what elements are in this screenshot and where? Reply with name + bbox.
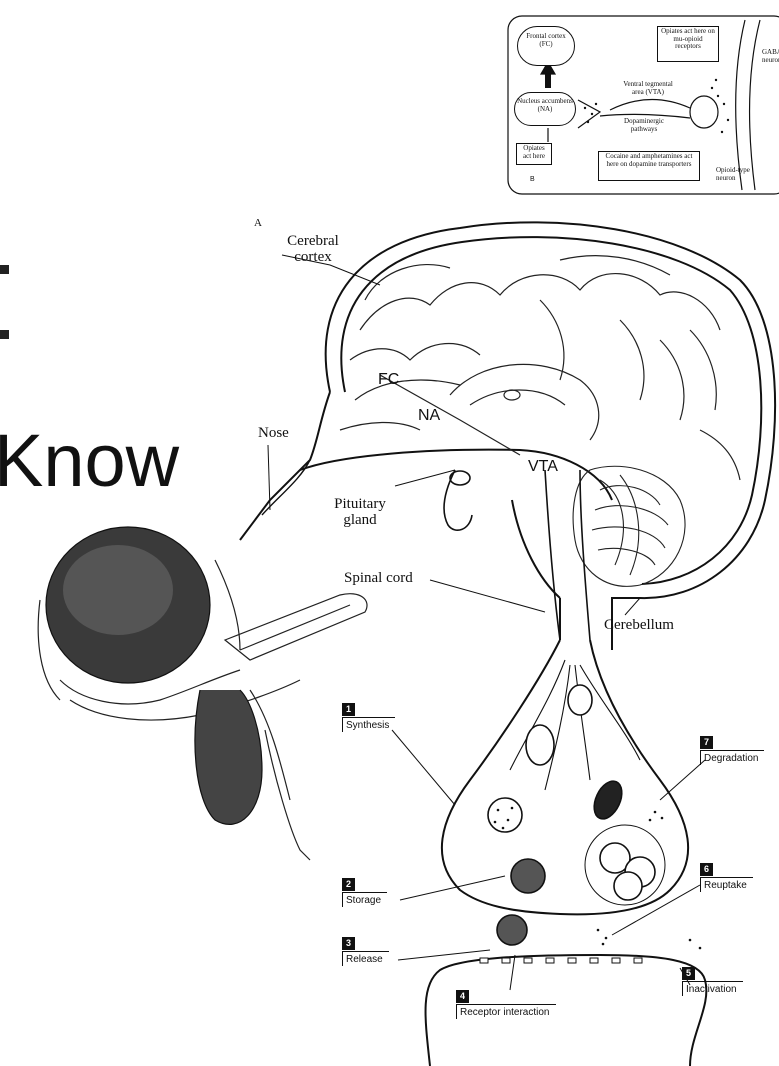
inset-opioid: Opioid-type neuron bbox=[716, 166, 760, 182]
inset-opiates-receptors: Opiates act here on mu-opioid receptors bbox=[657, 26, 719, 62]
step-storage: 2 Storage bbox=[342, 878, 387, 907]
step-degradation: 7 Degradation bbox=[700, 736, 764, 765]
label-vta: VTA bbox=[528, 459, 558, 476]
step-number: 5 bbox=[682, 967, 695, 980]
label-fc: FC bbox=[378, 372, 399, 389]
step-label: Synthesis bbox=[342, 717, 395, 732]
bullet-marker bbox=[0, 265, 9, 274]
inset-nucleus-accumbens: Nucleus accumbens (NA) bbox=[514, 92, 576, 126]
step-label: Reuptake bbox=[700, 877, 753, 892]
inset-opiates-act-here: Opiates act here bbox=[516, 143, 552, 165]
inset-vta: Ventral tegmental area (VTA) bbox=[620, 80, 676, 96]
label-nose: Nose bbox=[258, 426, 289, 442]
cerebellum-drawing bbox=[573, 466, 685, 586]
step-receptor-interaction: 4 Receptor interaction bbox=[456, 990, 556, 1019]
inset-gaba: GABA neuron bbox=[762, 48, 779, 64]
step-label: Inactivation bbox=[682, 981, 743, 996]
vesicles bbox=[488, 685, 665, 945]
step-number: 3 bbox=[342, 937, 355, 950]
step-number: 4 bbox=[456, 990, 469, 1003]
step-label: Degradation bbox=[700, 750, 764, 765]
step-number: 2 bbox=[342, 878, 355, 891]
step-label: Receptor interaction bbox=[456, 1004, 556, 1019]
step-label: Storage bbox=[342, 892, 387, 907]
bullet-marker bbox=[0, 330, 9, 339]
inset-dopaminergic: Dopaminergic pathways bbox=[614, 117, 674, 133]
brain-gyri bbox=[340, 256, 740, 480]
anatomy-sketch bbox=[38, 527, 367, 860]
label-spinal-cord: Spinal cord bbox=[344, 571, 413, 587]
step-number: 1 bbox=[342, 703, 355, 716]
inset-letter: B bbox=[530, 176, 535, 183]
brainstem bbox=[444, 470, 590, 640]
step-reuptake: 6 Reuptake bbox=[700, 863, 753, 892]
step-inactivation: 5 Inactivation bbox=[682, 967, 743, 996]
step-number: 6 bbox=[700, 863, 713, 876]
step-synthesis: 1 Synthesis bbox=[342, 703, 395, 732]
step-label: Release bbox=[342, 951, 389, 966]
slide-title-fragment: Know bbox=[0, 418, 179, 503]
step-release: 3 Release bbox=[342, 937, 389, 966]
synaptic-cleft bbox=[480, 958, 642, 963]
inset-cocaine: Cocaine and amphetamines act here on dop… bbox=[598, 151, 700, 181]
label-pituitary: Pituitary gland bbox=[320, 497, 400, 529]
step-number: 7 bbox=[700, 736, 713, 749]
label-cerebellum: Cerebellum bbox=[604, 618, 674, 634]
label-cerebral-cortex: Cerebral cortex bbox=[278, 234, 348, 266]
inset-frontal-cortex: Frontal cortex (FC) bbox=[517, 26, 575, 66]
label-na: NA bbox=[418, 408, 440, 425]
neuron-filaments bbox=[510, 660, 640, 790]
panel-letter: A bbox=[254, 218, 262, 230]
